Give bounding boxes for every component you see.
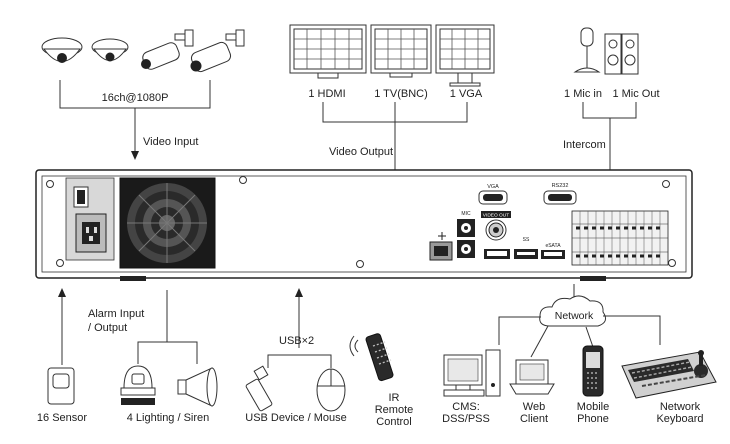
speaker-icon [604, 33, 639, 75]
mic-port-label: MIC [461, 211, 471, 217]
dome-camera-icon [41, 37, 83, 63]
cms-label-line2: DSS/PSS [442, 413, 490, 425]
ir-remote-label-line3: Control [376, 416, 411, 428]
hdmi-monitor-icon [289, 24, 367, 79]
power-socket-icon[interactable] [75, 213, 107, 253]
network-keyboard-label-line1: Network [660, 401, 701, 413]
network-label: Network [555, 310, 594, 322]
bnc-port[interactable] [485, 219, 507, 241]
esata-port[interactable] [541, 250, 565, 259]
cameras-caption: 16ch@1080P [102, 92, 169, 104]
alarm-io-label-line1: Alarm Input [88, 308, 144, 320]
usb-port[interactable] [514, 249, 538, 259]
network-keyboard-icon [621, 350, 717, 399]
web-client-label-line1: Web [523, 401, 545, 413]
lighting-bracket [137, 341, 198, 364]
sensor-icon [47, 367, 75, 405]
mouse-icon [316, 368, 346, 412]
mic-in-jack[interactable] [457, 219, 475, 237]
nvr-rear-panel: VGA RS232 MIC [35, 169, 693, 281]
arrow-up-icon [295, 288, 303, 297]
dome-camera-icon [91, 38, 129, 62]
video-output-bracket [322, 102, 468, 123]
network-icon [438, 232, 446, 240]
vga-port-label: VGA [487, 184, 499, 190]
network-line-cms [498, 316, 541, 345]
rs232-port-label: RS232 [552, 183, 569, 189]
usb-count-label: USB×2 [279, 335, 314, 347]
ir-remote-label-line2: Remote [375, 404, 414, 416]
video-out-label-box [481, 211, 511, 218]
camera-group [41, 29, 245, 73]
tv-monitor-icon [370, 24, 432, 78]
screw-icon [46, 176, 676, 268]
intercom-label: Intercom [563, 139, 606, 151]
remote-control-icon [349, 333, 394, 382]
hdmi-port[interactable] [484, 249, 510, 259]
network-keyboard-label-line2: Keyboard [656, 413, 703, 425]
video-out-port-label: VIDEO OUT [483, 213, 509, 219]
video-input-label: Video Input [143, 136, 198, 148]
usb-drive-icon [245, 365, 273, 412]
lighting-label: 4 Lighting / Siren [127, 412, 210, 424]
arrow-down-icon [131, 151, 139, 160]
output-label-vga: 1 VGA [450, 88, 483, 100]
video-output-label: Video Output [329, 146, 393, 158]
alarm-terminal-block[interactable] [571, 210, 669, 266]
ir-remote-label-line1: IR [389, 392, 400, 404]
mobile-phone-label-line1: Mobile [577, 401, 609, 413]
output-label-hdmi: 1 HDMI [308, 88, 345, 100]
cms-label-line1: CMS: [452, 401, 480, 413]
bullet-camera-icon [141, 29, 194, 70]
mobile-phone-label-line2: Phone [577, 413, 609, 425]
esata-port-label: eSATA [545, 243, 561, 249]
lan-port[interactable] [429, 241, 453, 261]
cloud-icon [539, 295, 607, 327]
web-client-label-line2: Client [520, 413, 548, 425]
usb-port-label: SS [523, 237, 530, 243]
vga-monitor-icon [435, 24, 495, 87]
network-line-mobile [585, 326, 594, 348]
network-line-keyboard [603, 315, 661, 345]
arrow-up-icon [58, 288, 66, 297]
usb-bracket [267, 354, 332, 368]
laptop-icon [509, 359, 555, 395]
siren-icon [177, 367, 218, 407]
alarm-io-label-line2: / Output [88, 322, 127, 334]
bullet-camera-icon [190, 29, 245, 73]
mic-in-label: 1 Mic in [564, 88, 602, 100]
network-line-web [530, 325, 549, 358]
usb-device-label: USB Device / Mouse [245, 412, 346, 424]
intercom-bracket [582, 102, 637, 119]
mic-out-label: 1 Mic Out [612, 88, 659, 100]
mic-out-jack[interactable] [457, 240, 475, 258]
sensor-label: 16 Sensor [37, 412, 87, 424]
rs232-port[interactable] [543, 190, 577, 205]
fan-icon [119, 177, 216, 269]
computer-icon [443, 349, 501, 397]
vga-port[interactable] [478, 190, 508, 205]
alarm-light-icon [120, 365, 156, 405]
microphone-icon [573, 27, 601, 73]
mobile-phone-icon [582, 345, 604, 397]
output-label-tv: 1 TV(BNC) [374, 88, 428, 100]
